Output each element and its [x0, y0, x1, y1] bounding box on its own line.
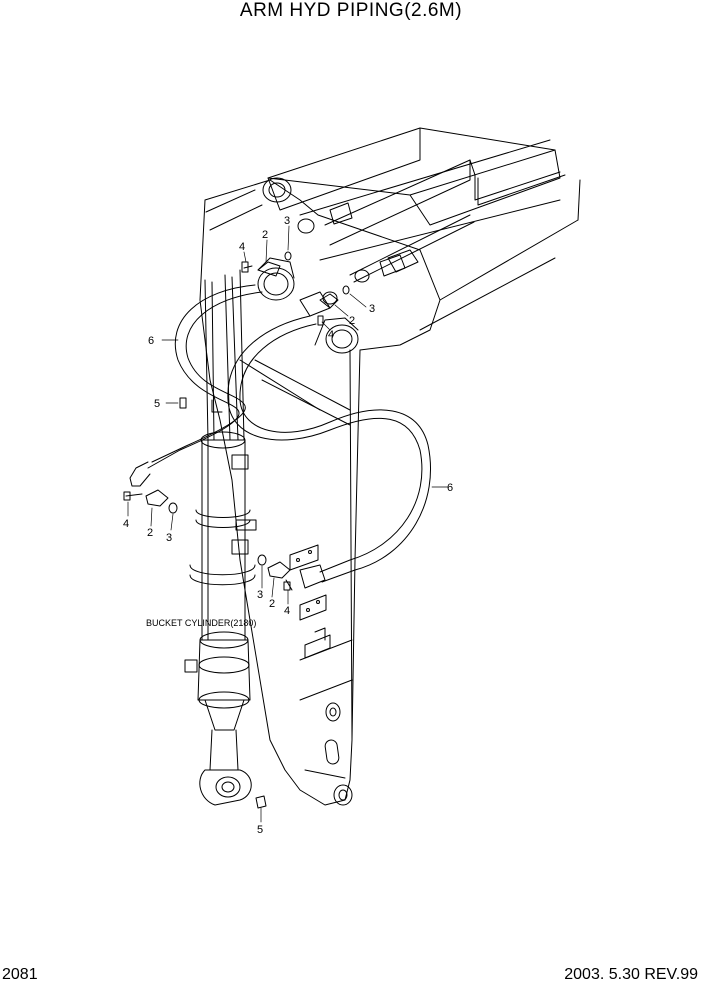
hose-upper-loop: [129, 284, 263, 487]
callout-3-lower: 3: [257, 589, 263, 601]
callout-4-left: 4: [123, 518, 129, 530]
callout-5-left: 5: [154, 398, 160, 410]
callout-6-right: 6: [447, 482, 453, 494]
small-parts: [123, 251, 350, 809]
callout-numbers: 2 3 4 2 3 4 5 6 5 6 4 2 3 3 2 4 BUCKET C…: [123, 215, 453, 836]
cylinder-side-pipes: [204, 269, 245, 441]
callout-4-right: 4: [328, 329, 334, 341]
callout-3-right: 3: [369, 303, 375, 315]
callout-2-top: 2: [262, 229, 268, 241]
callout-2-left: 2: [147, 527, 153, 539]
callout-3-left: 3: [166, 532, 172, 544]
page-number: 2081: [2, 966, 38, 983]
bucket-cylinder: [184, 431, 257, 806]
callout-2-lower: 2: [269, 598, 275, 610]
callout-3-top: 3: [284, 215, 290, 227]
page-title: ARM HYD PIPING(2.6M): [239, 0, 463, 21]
leader-lines: [127, 225, 449, 823]
upper-flange-bosses: [257, 218, 370, 354]
bucket-cylinder-label: BUCKET CYLINDER(2180): [146, 618, 256, 628]
mounting-brackets: [289, 249, 419, 659]
callout-4-lower: 4: [284, 605, 290, 617]
arm-body: [199, 127, 581, 806]
boom-pipes: [324, 159, 566, 283]
revision-date: 2003. 5.30 REV.99: [564, 966, 698, 983]
hose-lower-loop: [227, 315, 432, 589]
callout-2-right: 2: [349, 315, 355, 327]
callout-4-top: 4: [239, 241, 245, 253]
callout-6-left: 6: [148, 335, 154, 347]
callout-5-bottom: 5: [257, 824, 263, 836]
